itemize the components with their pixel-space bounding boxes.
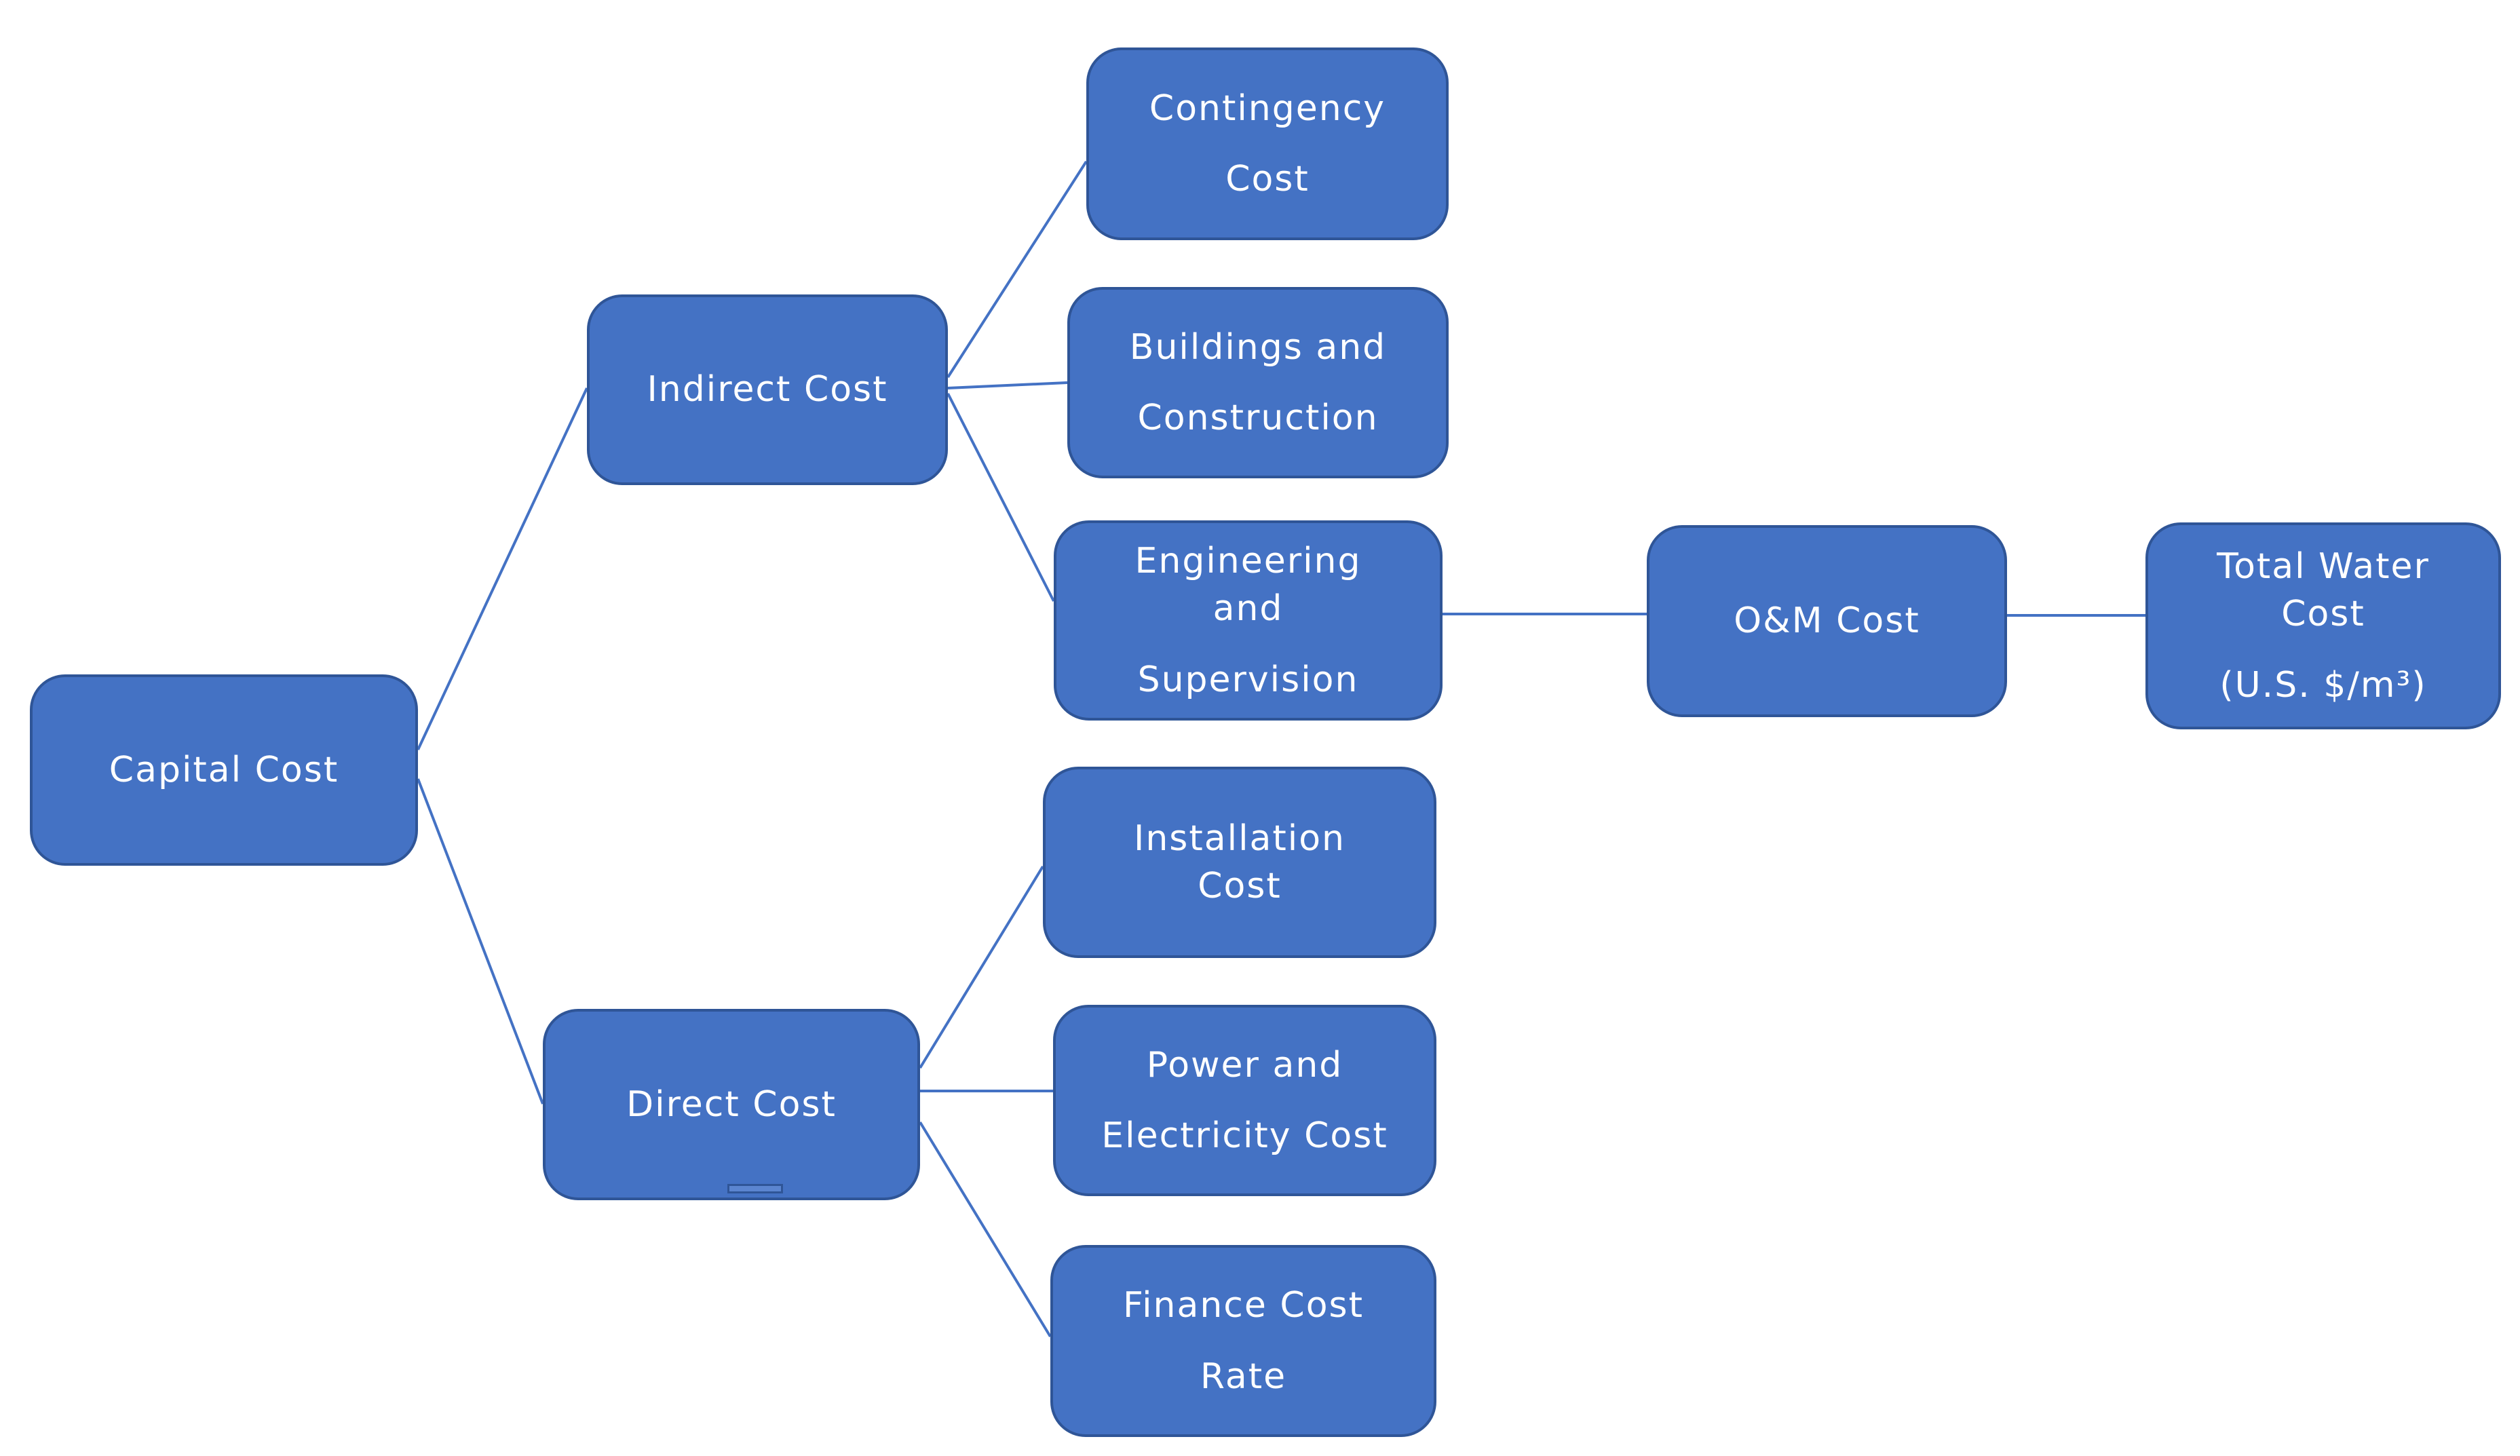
node-buildings-construction: Buildings and Construction bbox=[1067, 287, 1449, 478]
node-engineering-supervision: Engineering and Supervision bbox=[1054, 520, 1443, 721]
node-indirect-cost-label: Indirect Cost bbox=[647, 369, 888, 410]
node-contingency-cost-line-2: Cost bbox=[1225, 159, 1310, 199]
node-finance-cost-rate: Finance Cost Rate bbox=[1050, 1245, 1436, 1437]
node-installation-cost: Installation Cost bbox=[1043, 767, 1436, 958]
connector-capital-to-direct bbox=[417, 778, 544, 1105]
connector-indirect-to-buildings bbox=[947, 381, 1068, 389]
node-direct-cost-label: Direct Cost bbox=[626, 1084, 837, 1125]
node-installation-cost-line-1: Installation bbox=[1133, 818, 1345, 859]
node-contingency-cost-line-1: Contingency bbox=[1149, 88, 1386, 129]
node-finance-cost-rate-line-1: Finance Cost bbox=[1122, 1285, 1364, 1326]
node-contingency-cost: Contingency Cost bbox=[1086, 47, 1449, 240]
node-resize-handle bbox=[727, 1184, 783, 1193]
node-engineering-supervision-line-1: Engineering bbox=[1134, 541, 1362, 582]
node-om-cost-label: O&M Cost bbox=[1734, 600, 1920, 642]
node-power-electricity-cost: Power and Electricity Cost bbox=[1053, 1005, 1436, 1196]
node-buildings-construction-line-2: Construction bbox=[1137, 398, 1379, 438]
node-power-electricity-cost-line-2: Electricity Cost bbox=[1101, 1115, 1388, 1156]
node-capital-cost-label: Capital Cost bbox=[109, 749, 339, 790]
node-power-electricity-cost-line-1: Power and bbox=[1146, 1044, 1343, 1086]
node-om-cost: O&M Cost bbox=[1647, 525, 2007, 717]
node-total-water-cost: Total Water Cost (U.S. $/m³) bbox=[2145, 522, 2501, 729]
node-total-water-cost-line-3: (U.S. $/m³) bbox=[2219, 664, 2427, 706]
node-engineering-supervision-line-3: Supervision bbox=[1137, 659, 1359, 700]
node-direct-cost: Direct Cost bbox=[543, 1009, 920, 1200]
connector-capital-to-indirect bbox=[417, 387, 588, 750]
connector-indirect-to-engineering bbox=[947, 393, 1055, 602]
node-indirect-cost: Indirect Cost bbox=[587, 294, 948, 485]
node-installation-cost-line-2: Cost bbox=[1198, 866, 1282, 906]
node-capital-cost: Capital Cost bbox=[30, 674, 418, 866]
connector-indirect-to-contingency bbox=[947, 160, 1088, 379]
node-total-water-cost-line-2: Cost bbox=[2281, 594, 2365, 635]
node-engineering-supervision-line-2: and bbox=[1213, 588, 1284, 630]
connector-direct-to-finance bbox=[919, 1121, 1052, 1338]
node-buildings-construction-line-1: Buildings and bbox=[1129, 326, 1387, 368]
node-finance-cost-rate-line-2: Rate bbox=[1200, 1356, 1287, 1397]
node-total-water-cost-line-1: Total Water bbox=[2217, 546, 2430, 588]
connector-direct-to-installation bbox=[919, 865, 1044, 1069]
